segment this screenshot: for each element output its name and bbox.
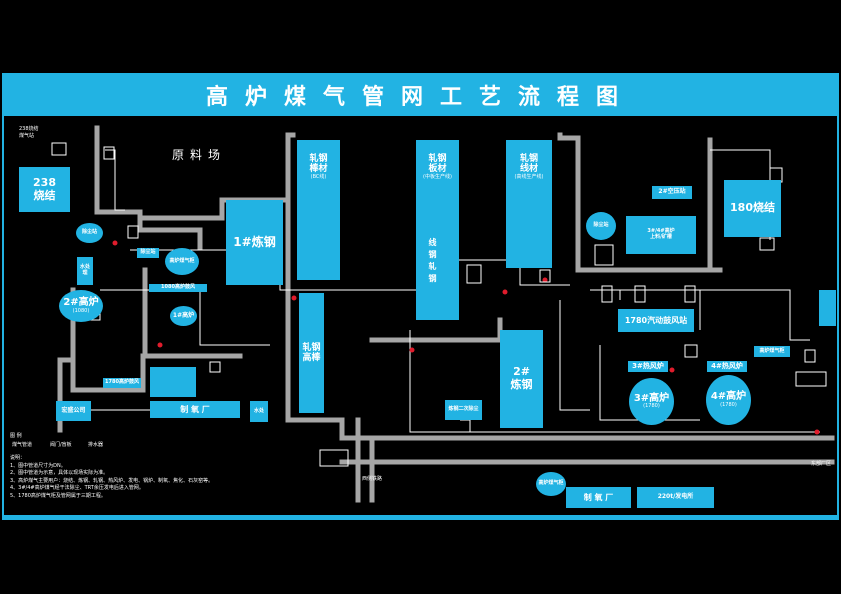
- block-east-small: [819, 290, 836, 326]
- equip-7: [634, 285, 646, 303]
- note-1: 1、图中管道尺寸为DN。: [10, 462, 66, 469]
- gas-line-6: [599, 345, 700, 421]
- notes-head: 说明：: [10, 455, 26, 461]
- legend-item-drain: 排水器: [88, 442, 104, 448]
- equip-11: [684, 344, 698, 358]
- block-small-2: 1080高炉鼓风: [149, 284, 207, 292]
- block-furnace3: 3#高炉(1780): [629, 378, 674, 425]
- block-air2: 2#空压站: [652, 186, 692, 199]
- equip-4: [466, 264, 482, 284]
- equip-8: [684, 285, 696, 303]
- diagram-title: 高炉煤气管网工艺流程图: [205, 84, 635, 110]
- label-east-gate: 东部厂区: [811, 461, 832, 467]
- label-west-road: 西侧铁路: [362, 476, 383, 482]
- pipe-loop: [70, 287, 146, 393]
- pipe-steel1-b: [142, 267, 243, 359]
- equip-16: [594, 244, 614, 266]
- valve-1: [502, 289, 508, 295]
- gas-line-10: [559, 300, 590, 411]
- frame-left: [2, 116, 4, 516]
- block-dust-station-1: 除尘站: [76, 223, 103, 243]
- valve-8: [157, 342, 163, 348]
- equip-1: [51, 142, 67, 156]
- note-2: 2、图中管道为示意，具体以现场实际为准。: [10, 470, 109, 476]
- block-company: 宏盛公司: [56, 401, 91, 421]
- equip-10: [759, 237, 775, 251]
- pipe-center-v: [557, 132, 723, 273]
- frame-bottom: [2, 515, 839, 520]
- block-furnace2: 2#高炉(1080): [59, 290, 103, 322]
- block-power-220: 220t/发电所: [637, 487, 714, 508]
- legend-title: 图 例: [10, 433, 22, 439]
- block-oxygen-a: 制 氧 厂: [150, 401, 240, 418]
- gas-line-9: [619, 289, 701, 330]
- block-dust-station-2: 除尘站: [586, 212, 616, 240]
- pipe-mid-h: [369, 317, 503, 343]
- block-rolling-bar: 轧钢棒材(BC线): [297, 140, 340, 280]
- pipe-north: [285, 132, 296, 203]
- pipe-south-main: [339, 417, 835, 441]
- legend-item-valve: 阀门/盲板: [50, 442, 72, 448]
- equip-6: [601, 285, 613, 303]
- note-4: 4、3#/4#高炉煤气经干法除尘、TRT余压发电后进入管网。: [10, 485, 144, 491]
- block-water: 水处理: [77, 257, 93, 285]
- block-small-3: [150, 367, 196, 397]
- block-rolling-plate: 轧钢板材(中板生产线): [416, 140, 459, 320]
- block-steel1: 1#炼钢: [226, 200, 283, 285]
- notes: 说明： 1、图中管道尺寸为DN。 2、图中管道为示意，具体以现场实际为准。 3、…: [10, 455, 340, 500]
- block-hot3: 3#热风炉: [628, 361, 668, 372]
- valve-7: [814, 429, 820, 435]
- block-east-label: 高炉煤气柜: [754, 346, 790, 357]
- valve-3: [112, 240, 118, 246]
- equip-18: [795, 371, 827, 387]
- equip-17: [319, 449, 349, 467]
- equip-2: [103, 146, 115, 160]
- valve-6: [542, 277, 548, 283]
- valve-4: [669, 367, 675, 373]
- block-hot4: 4#热风炉: [707, 361, 747, 372]
- valve-5: [409, 347, 415, 353]
- valve-2: [291, 295, 297, 301]
- equip-13: [127, 225, 139, 239]
- title-bar: 高炉煤气管网工艺流程图: [2, 73, 839, 116]
- block-sinter180: 180烧结: [724, 180, 781, 237]
- label-sinter238-gas: 238烧结煤气站: [19, 126, 39, 139]
- note-5: 5、1780高炉煤气柜及管网属于三期工程。: [10, 492, 106, 499]
- gas-line-1: [105, 149, 125, 211]
- block-steel2: 2#炼钢: [500, 330, 543, 428]
- frame-right: [837, 116, 839, 516]
- block-rolling-high: 轧钢高棒: [299, 293, 324, 413]
- equip-12: [804, 349, 816, 363]
- equip-5: [539, 269, 551, 283]
- label-rolling-mid: 线钢轧钢: [428, 238, 437, 286]
- note-3: 3、高炉煤气主要用户：烧结、炼钢、轧钢、热风炉、发电、锅炉、制氧、焦化、石灰窑等…: [10, 477, 214, 484]
- block-furnace1: 1#高炉: [170, 306, 197, 326]
- block-oxygen-b: 制 氧 厂: [566, 487, 631, 508]
- pipe-steel1: [137, 215, 203, 251]
- gas-line-11: [460, 419, 471, 432]
- equip-14: [209, 361, 221, 373]
- gas-line-4: [409, 330, 820, 433]
- block-hot-blast-1780: 1780汽动鼓风站: [618, 309, 694, 332]
- block-steel-dust: 炼钢二次除尘: [445, 400, 482, 420]
- block-gas-holder-3: 高炉煤气柜: [536, 472, 566, 496]
- pipe-west-main: [94, 125, 345, 423]
- block-furnace4: 4#高炉(1780): [706, 375, 751, 425]
- legend-item-pipe: 煤气管道: [12, 442, 33, 448]
- block-rolling-wire: 轧钢线材(高线生产线): [506, 140, 552, 268]
- block-ts1780: 1780高炉鼓风: [103, 378, 141, 388]
- label-raw-yard: 原料场: [172, 148, 227, 162]
- block-gas-holder-1: 高炉煤气柜: [165, 248, 199, 275]
- block-water-2: 水处: [250, 401, 268, 422]
- block-small-1: 除尘站: [137, 248, 159, 258]
- block-blast-3-4: 3#/4#高炉上料/矿槽: [626, 216, 696, 254]
